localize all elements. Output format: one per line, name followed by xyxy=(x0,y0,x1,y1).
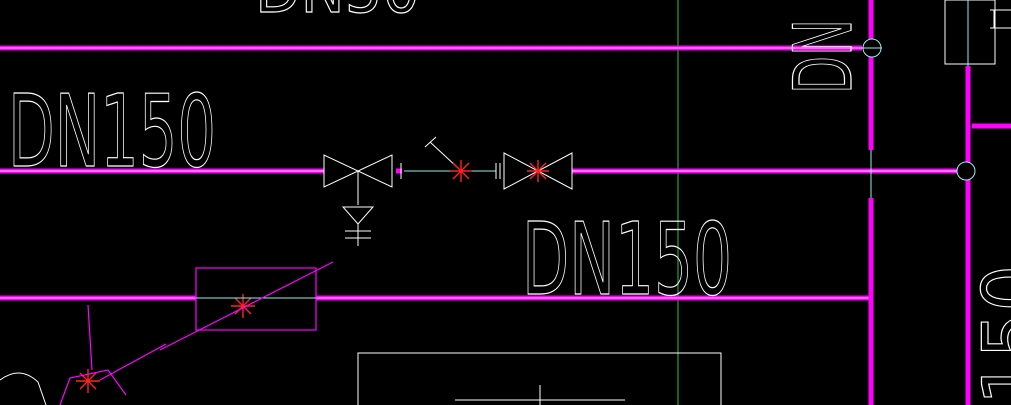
label-left-main: DN150 xyxy=(8,73,216,190)
label-top-partial: DN50 xyxy=(255,0,420,28)
pipe-node-icon xyxy=(956,161,976,181)
drain-symbol-icon xyxy=(341,206,375,246)
joint-marker-icon xyxy=(527,160,549,182)
pipe-vertical-right[interactable] xyxy=(965,66,1011,405)
diagonal-branch xyxy=(59,261,334,405)
pipe-node-icon xyxy=(862,38,882,58)
label-right-edge-vertical: 150 xyxy=(966,265,1011,405)
equipment-box[interactable] xyxy=(944,0,1011,66)
partial-outline xyxy=(0,372,47,405)
joint-marker-icon xyxy=(450,160,472,182)
label-center-main: DN150 xyxy=(522,201,732,318)
filter-box-icon[interactable] xyxy=(195,267,317,331)
equipment-frame[interactable] xyxy=(357,352,722,405)
check-valve-icon[interactable] xyxy=(503,152,573,190)
gate-valve-icon[interactable] xyxy=(323,154,393,205)
label-right-vertical: DN xyxy=(777,19,870,94)
valve-connector xyxy=(400,136,501,179)
